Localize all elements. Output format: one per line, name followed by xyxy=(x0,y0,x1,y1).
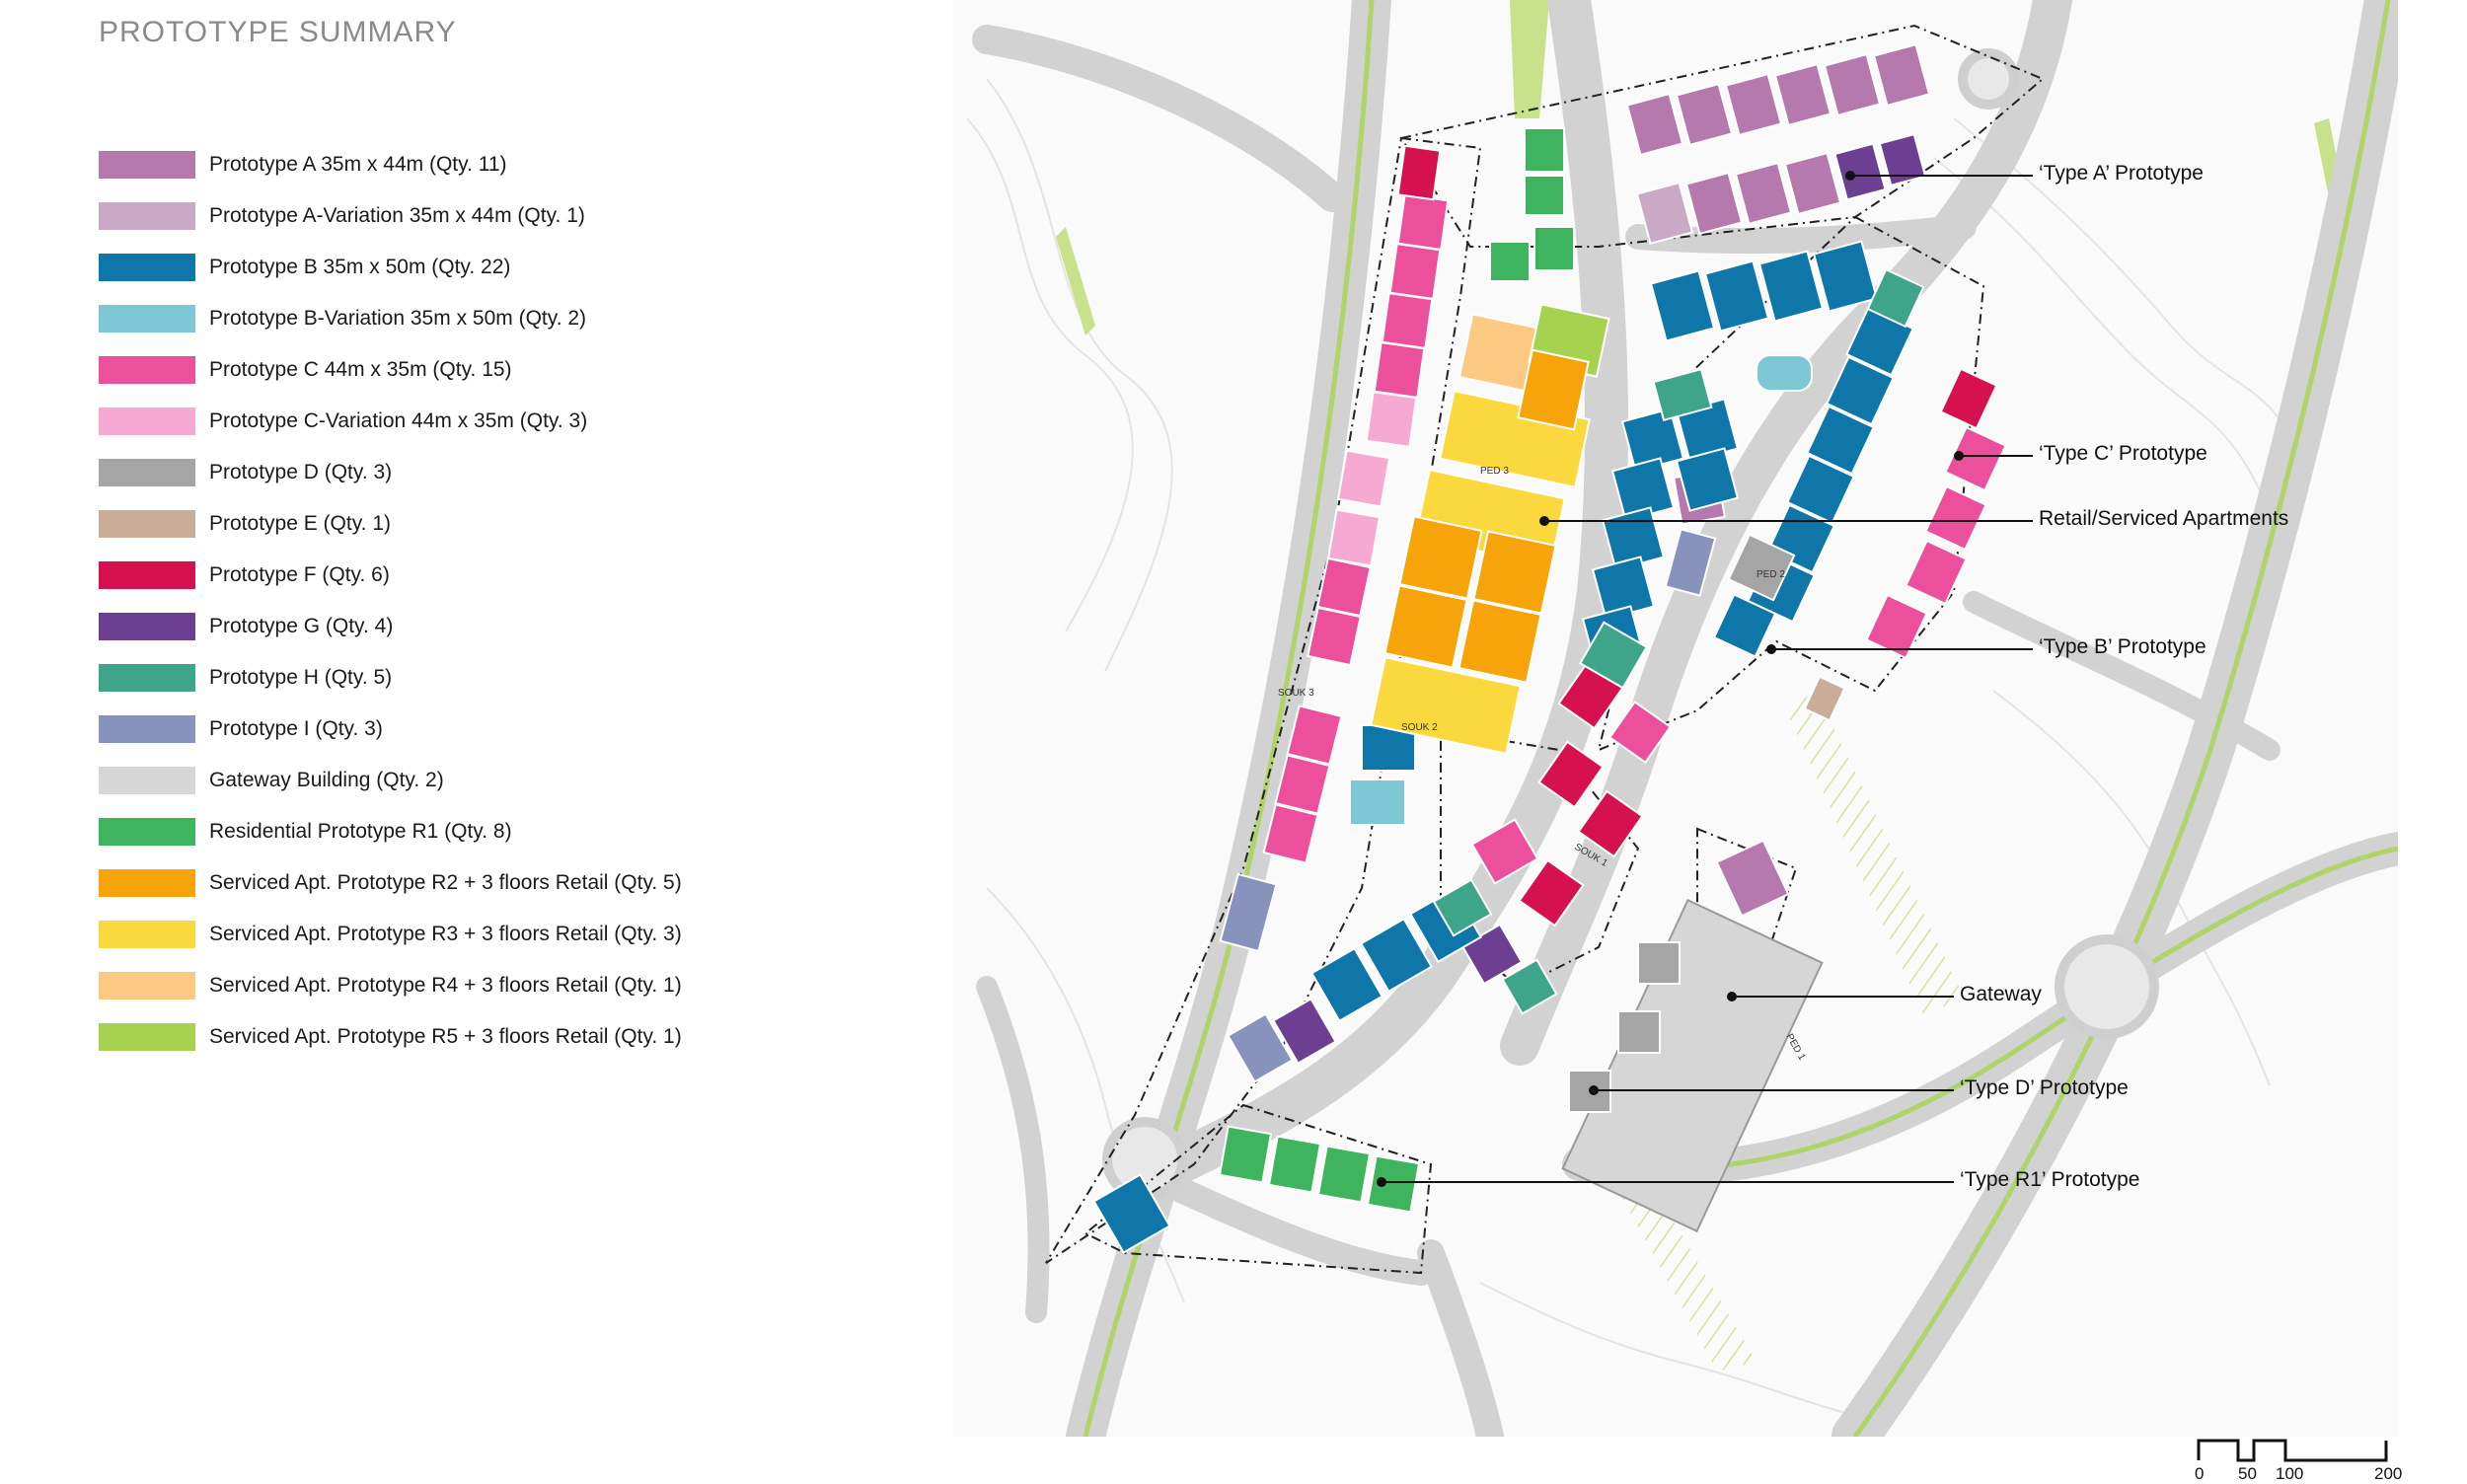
legend-swatch xyxy=(99,1023,195,1051)
residential-r1-buildings xyxy=(1218,127,1575,1214)
legend-label: Prototype I (Qty. 3) xyxy=(209,717,383,740)
callout-retail-serviced-apartments: Retail/Serviced Apartments xyxy=(2039,507,2289,530)
legend-swatch xyxy=(99,818,195,846)
prototype-a-buildings xyxy=(1625,42,1931,918)
serviced-apt-r3-buildings xyxy=(1370,390,1591,755)
legend-label: Prototype B-Variation 35m x 50m (Qty. 2) xyxy=(209,307,587,330)
legend-item: Prototype G (Qty. 4) xyxy=(99,612,393,641)
legend-swatch xyxy=(99,254,195,281)
callout-gateway: Gateway xyxy=(1960,983,2042,1005)
callout-type-c: ‘Type C’ Prototype xyxy=(2039,442,2207,465)
legend-label: Prototype E (Qty. 1) xyxy=(209,512,392,535)
legend-label: Prototype A-Variation 35m x 44m (Qty. 1) xyxy=(209,204,585,227)
legend-swatch xyxy=(99,613,195,640)
legend-swatch xyxy=(99,664,195,692)
prototype-d-building-a50 xyxy=(1727,533,1796,602)
legend-label: Serviced Apt. Prototype R4 + 3 floors Re… xyxy=(209,974,682,997)
legend-swatch xyxy=(99,151,195,179)
prototype-b-buildings xyxy=(1092,240,1914,1254)
legend-swatch xyxy=(99,869,195,897)
site-plan-map: SOUK 1 SOUK 2 SOUK 3 PED 1 PED 2 PED 3 xyxy=(953,0,2398,1437)
ped-2-label: PED 2 xyxy=(1757,569,1785,580)
prototype-c-buildings xyxy=(1262,193,2007,885)
legend-label: Prototype F (Qty. 6) xyxy=(209,563,390,586)
legend-label: Prototype C 44m x 35m (Qty. 15) xyxy=(209,358,512,381)
prototype-b-variation-buildings xyxy=(1349,354,1813,826)
legend-item: Serviced Apt. Prototype R3 + 3 floors Re… xyxy=(99,920,682,949)
legend-swatch xyxy=(99,767,195,794)
scale-bar: 0 50 100 200 xyxy=(2195,1437,2402,1483)
prototype-g-buildings xyxy=(1272,132,1927,1066)
souk-3-label: SOUK 3 xyxy=(1278,688,1314,699)
legend-item: Prototype F (Qty. 6) xyxy=(99,560,390,590)
legend-label: Gateway Building (Qty. 2) xyxy=(209,769,444,791)
legend-label: Prototype B 35m x 50m (Qty. 22) xyxy=(209,256,511,278)
legend-swatch xyxy=(99,921,195,948)
legend-item: Prototype B 35m x 50m (Qty. 22) xyxy=(99,253,510,282)
terrain-contours xyxy=(966,78,2310,1422)
legend-label: Prototype A 35m x 44m (Qty. 11) xyxy=(209,153,507,176)
legend-swatch xyxy=(99,305,195,333)
buildings xyxy=(1092,42,2007,1254)
callout-leaders xyxy=(1377,171,2033,1187)
legend-swatch xyxy=(99,202,195,230)
page-title: PROTOTYPE SUMMARY xyxy=(99,16,457,48)
legend-item: Prototype E (Qty. 1) xyxy=(99,509,391,539)
scale-bar-graphic xyxy=(2197,1439,2388,1462)
legend-label: Prototype G (Qty. 4) xyxy=(209,615,394,637)
legend-item: Prototype C-Variation 44m x 35m (Qty. 3) xyxy=(99,407,587,436)
legend-item: Prototype B-Variation 35m x 50m (Qty. 2) xyxy=(99,304,586,334)
serviced-apt-r2-buildings xyxy=(1383,348,1590,684)
prototype-h-buildings xyxy=(1432,267,1925,1015)
legend-label: Serviced Apt. Prototype R5 + 3 floors Re… xyxy=(209,1025,682,1048)
legend-item: Serviced Apt. Prototype R4 + 3 floors Re… xyxy=(99,971,682,1001)
prototype-a-variation-building xyxy=(1635,181,1694,246)
legend-item: Prototype H (Qty. 5) xyxy=(99,663,392,693)
prototype-e-building xyxy=(1803,675,1846,722)
legend-item: Serviced Apt. Prototype R2 + 3 floors Re… xyxy=(99,868,682,898)
legend-swatch xyxy=(99,459,195,486)
scale-tick-100: 100 xyxy=(2276,1464,2304,1483)
legend-item: Residential Prototype R1 (Qty. 8) xyxy=(99,817,512,847)
callout-type-a: ‘Type A’ Prototype xyxy=(2039,162,2204,185)
callout-type-d: ‘Type D’ Prototype xyxy=(1960,1076,2129,1099)
legend-swatch xyxy=(99,356,195,384)
legend-label: Serviced Apt. Prototype R3 + 3 floors Re… xyxy=(209,923,682,945)
souk-2-label: SOUK 2 xyxy=(1401,722,1438,733)
legend-label: Prototype C-Variation 44m x 35m (Qty. 3) xyxy=(209,409,588,432)
scale-tick-200: 200 xyxy=(2374,1464,2403,1483)
legend-item: Prototype C 44m x 35m (Qty. 15) xyxy=(99,355,512,385)
prototype-d-buildings xyxy=(1568,941,1681,1113)
legend-item: Prototype D (Qty. 3) xyxy=(99,458,392,487)
landscape-verges xyxy=(1056,0,2349,1372)
callout-type-b: ‘Type B’ Prototype xyxy=(2039,635,2206,658)
legend-swatch xyxy=(99,510,195,538)
legend-label: Serviced Apt. Prototype R2 + 3 floors Re… xyxy=(209,871,682,894)
legend-label: Prototype D (Qty. 3) xyxy=(209,461,393,483)
legend-label: Residential Prototype R1 (Qty. 8) xyxy=(209,820,512,843)
scale-tick-50: 50 xyxy=(2238,1464,2257,1483)
legend-swatch xyxy=(99,408,195,435)
legend-label: Prototype H (Qty. 5) xyxy=(209,666,393,689)
scale-tick-0: 0 xyxy=(2195,1464,2205,1483)
legend-swatch xyxy=(99,715,195,743)
legend-swatch xyxy=(99,972,195,1000)
legend-item: Prototype A 35m x 44m (Qty. 11) xyxy=(99,150,507,180)
legend-item: Gateway Building (Qty. 2) xyxy=(99,766,444,795)
legend-item: Serviced Apt. Prototype R5 + 3 floors Re… xyxy=(99,1022,682,1052)
ped-3-label: PED 3 xyxy=(1480,466,1509,477)
legend-swatch xyxy=(99,561,195,589)
callout-type-r1: ‘Type R1’ Prototype xyxy=(1960,1168,2140,1191)
prototype-i-buildings xyxy=(1219,528,1717,1083)
legend-item: Prototype I (Qty. 3) xyxy=(99,714,383,744)
prototype-c-variation-buildings xyxy=(1326,391,1418,567)
legend-item: Prototype A-Variation 35m x 44m (Qty. 1) xyxy=(99,201,585,231)
